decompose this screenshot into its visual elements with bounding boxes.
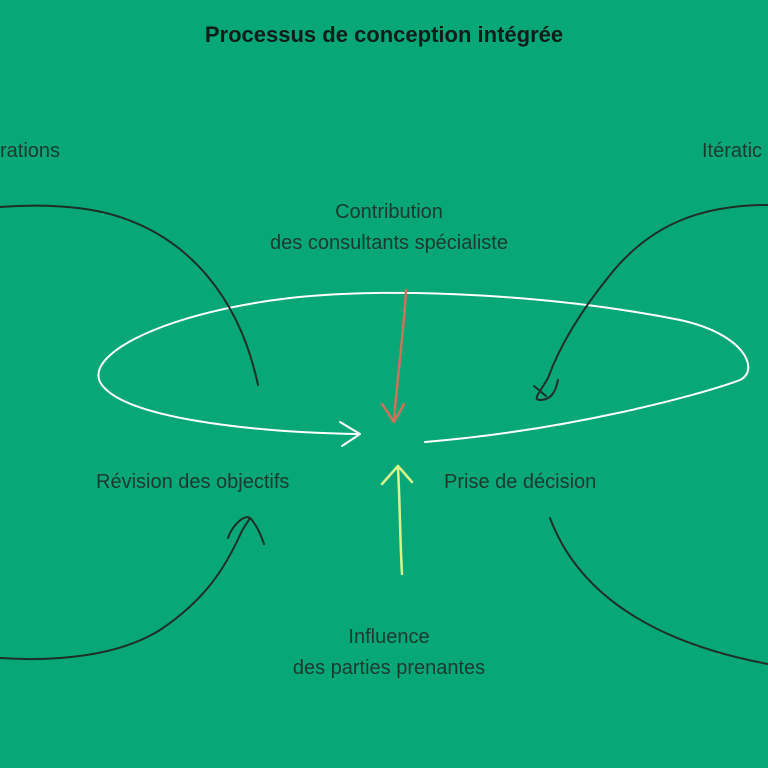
influence-arrow bbox=[396, 466, 404, 576]
contribution-label-line2: des consultants spécialiste bbox=[270, 232, 508, 254]
iteration-arrow-top-left bbox=[0, 204, 259, 386]
iteration-arrow-bottom-right bbox=[549, 517, 768, 665]
revision-label: Révision des objectifs bbox=[96, 471, 290, 493]
decision-label: Prise de décision bbox=[444, 471, 597, 493]
iteration-arrow-bottom-left bbox=[0, 534, 241, 661]
influence-arrowhead bbox=[380, 464, 414, 486]
contribution-arrow bbox=[392, 288, 408, 422]
iterations-left-label: rations bbox=[0, 140, 61, 162]
loop-ellipse bbox=[97, 291, 750, 443]
iteration-arrowhead-top-right bbox=[533, 377, 559, 402]
iterations-right-label: Itératic bbox=[702, 140, 763, 162]
iteration-arrow-top-right bbox=[547, 204, 768, 379]
diagram-title: Processus de conception intégrée bbox=[204, 22, 564, 47]
influence-label-line1: Influence bbox=[348, 626, 430, 648]
contribution-arrowhead bbox=[380, 402, 406, 424]
loop-arrowhead bbox=[339, 421, 361, 447]
influence-label-line2: des parties prenantes bbox=[292, 657, 486, 679]
contribution-label-line1: Contribution bbox=[335, 201, 443, 223]
iteration-arrowhead-bottom-left bbox=[227, 516, 265, 545]
